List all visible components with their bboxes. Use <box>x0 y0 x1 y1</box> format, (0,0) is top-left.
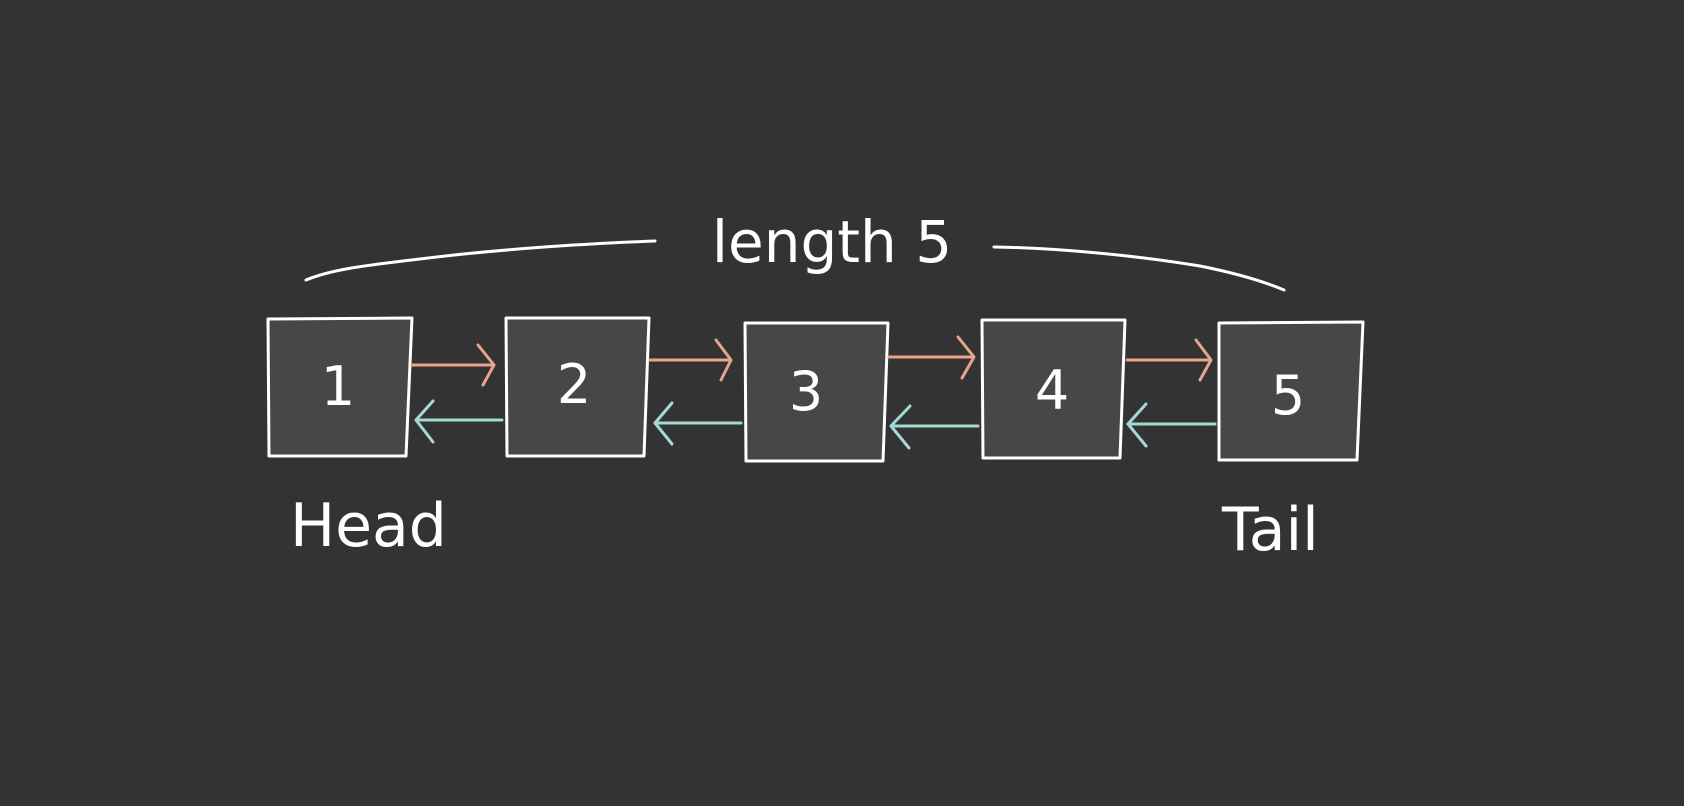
node-value: 1 <box>321 355 355 418</box>
length-brace-right <box>992 245 1286 292</box>
next-arrow-3-4 <box>887 335 976 380</box>
prev-arrow-4-3 <box>889 404 980 450</box>
node-box <box>1217 320 1365 462</box>
next-arrow-2-3 <box>648 338 733 382</box>
node-value: 4 <box>1035 359 1069 422</box>
node-3: 3 <box>743 321 890 463</box>
node-box <box>980 318 1127 460</box>
node-2: 2 <box>504 316 651 458</box>
node-value: 2 <box>557 353 591 416</box>
next-arrow-4-5 <box>1125 338 1213 382</box>
length-label: length 5 <box>712 208 952 276</box>
prev-arrow-3-2 <box>653 401 743 446</box>
node-box <box>266 316 414 458</box>
prev-arrow-2-1 <box>414 399 504 444</box>
node-value: 5 <box>1271 364 1305 427</box>
node-value: 3 <box>789 360 823 423</box>
node-4: 4 <box>980 318 1127 460</box>
tail-label: Tail <box>1221 495 1319 565</box>
head-label: Head <box>290 491 447 561</box>
node-box <box>504 316 651 458</box>
node-1: 1 <box>266 316 414 458</box>
next-arrow-1-2 <box>410 343 496 387</box>
prev-arrow-5-4 <box>1126 402 1217 448</box>
node-box <box>743 321 890 463</box>
length-brace-left <box>304 239 657 282</box>
node-5: 5 <box>1217 320 1365 462</box>
